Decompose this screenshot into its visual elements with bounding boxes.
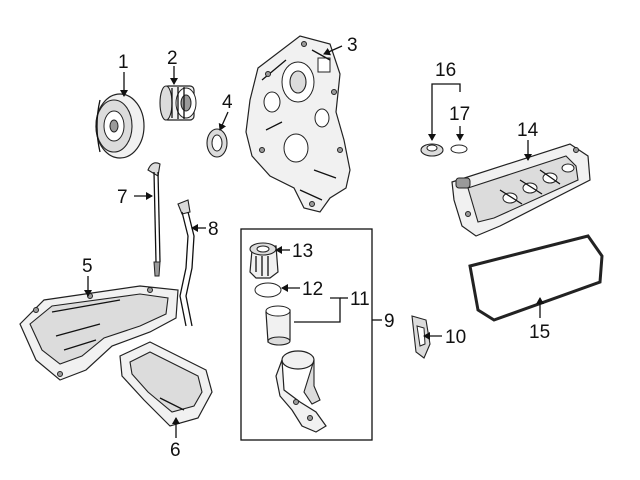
part-valve-cover bbox=[451, 143, 591, 237]
part-timing-cover bbox=[245, 35, 351, 213]
part-dipstick-tube bbox=[177, 199, 195, 327]
callout-13: 13 bbox=[292, 241, 313, 262]
callout-16: 16 bbox=[435, 60, 456, 81]
part-timing-gear bbox=[159, 85, 197, 121]
callout-17: 17 bbox=[449, 104, 470, 125]
callout-7: 7 bbox=[117, 187, 128, 208]
callout-15: 15 bbox=[529, 322, 550, 343]
callout-8: 8 bbox=[208, 219, 219, 240]
callout-9: 9 bbox=[384, 311, 395, 332]
callout-3: 3 bbox=[347, 35, 358, 56]
callout-14: 14 bbox=[517, 120, 539, 141]
callout-12: 12 bbox=[302, 279, 323, 300]
callout-11: 11 bbox=[350, 289, 370, 310]
part-front-seal bbox=[206, 128, 228, 158]
callout-10: 10 bbox=[445, 327, 466, 348]
callout-4: 4 bbox=[222, 92, 233, 113]
callout-5: 5 bbox=[82, 256, 93, 277]
part-filter-o-ring bbox=[254, 282, 282, 298]
part-housing-gasket bbox=[411, 315, 431, 359]
part-upper-oil-pan bbox=[19, 285, 179, 381]
callout-1: 1 bbox=[118, 52, 129, 73]
part-valve-cover-seal bbox=[450, 144, 468, 154]
part-oil-filter-cap bbox=[249, 242, 279, 279]
leader-lines bbox=[84, 45, 544, 438]
part-crank-pulley bbox=[95, 93, 145, 159]
part-valve-cover-gasket bbox=[468, 234, 604, 322]
part-oil-filter-element bbox=[265, 305, 291, 346]
part-oil-filter-housing bbox=[275, 350, 327, 433]
callout-6: 6 bbox=[170, 440, 181, 461]
callout-labels: 1 2 3 4 5 6 7 8 9 10 11 12 13 14 15 16 1… bbox=[82, 35, 550, 461]
part-dipstick bbox=[147, 162, 161, 277]
oil-filter-assembly-box bbox=[240, 228, 373, 441]
part-valve-cover-grommet bbox=[420, 143, 444, 157]
callout-2: 2 bbox=[167, 48, 178, 69]
part-lower-oil-pan bbox=[119, 341, 213, 427]
